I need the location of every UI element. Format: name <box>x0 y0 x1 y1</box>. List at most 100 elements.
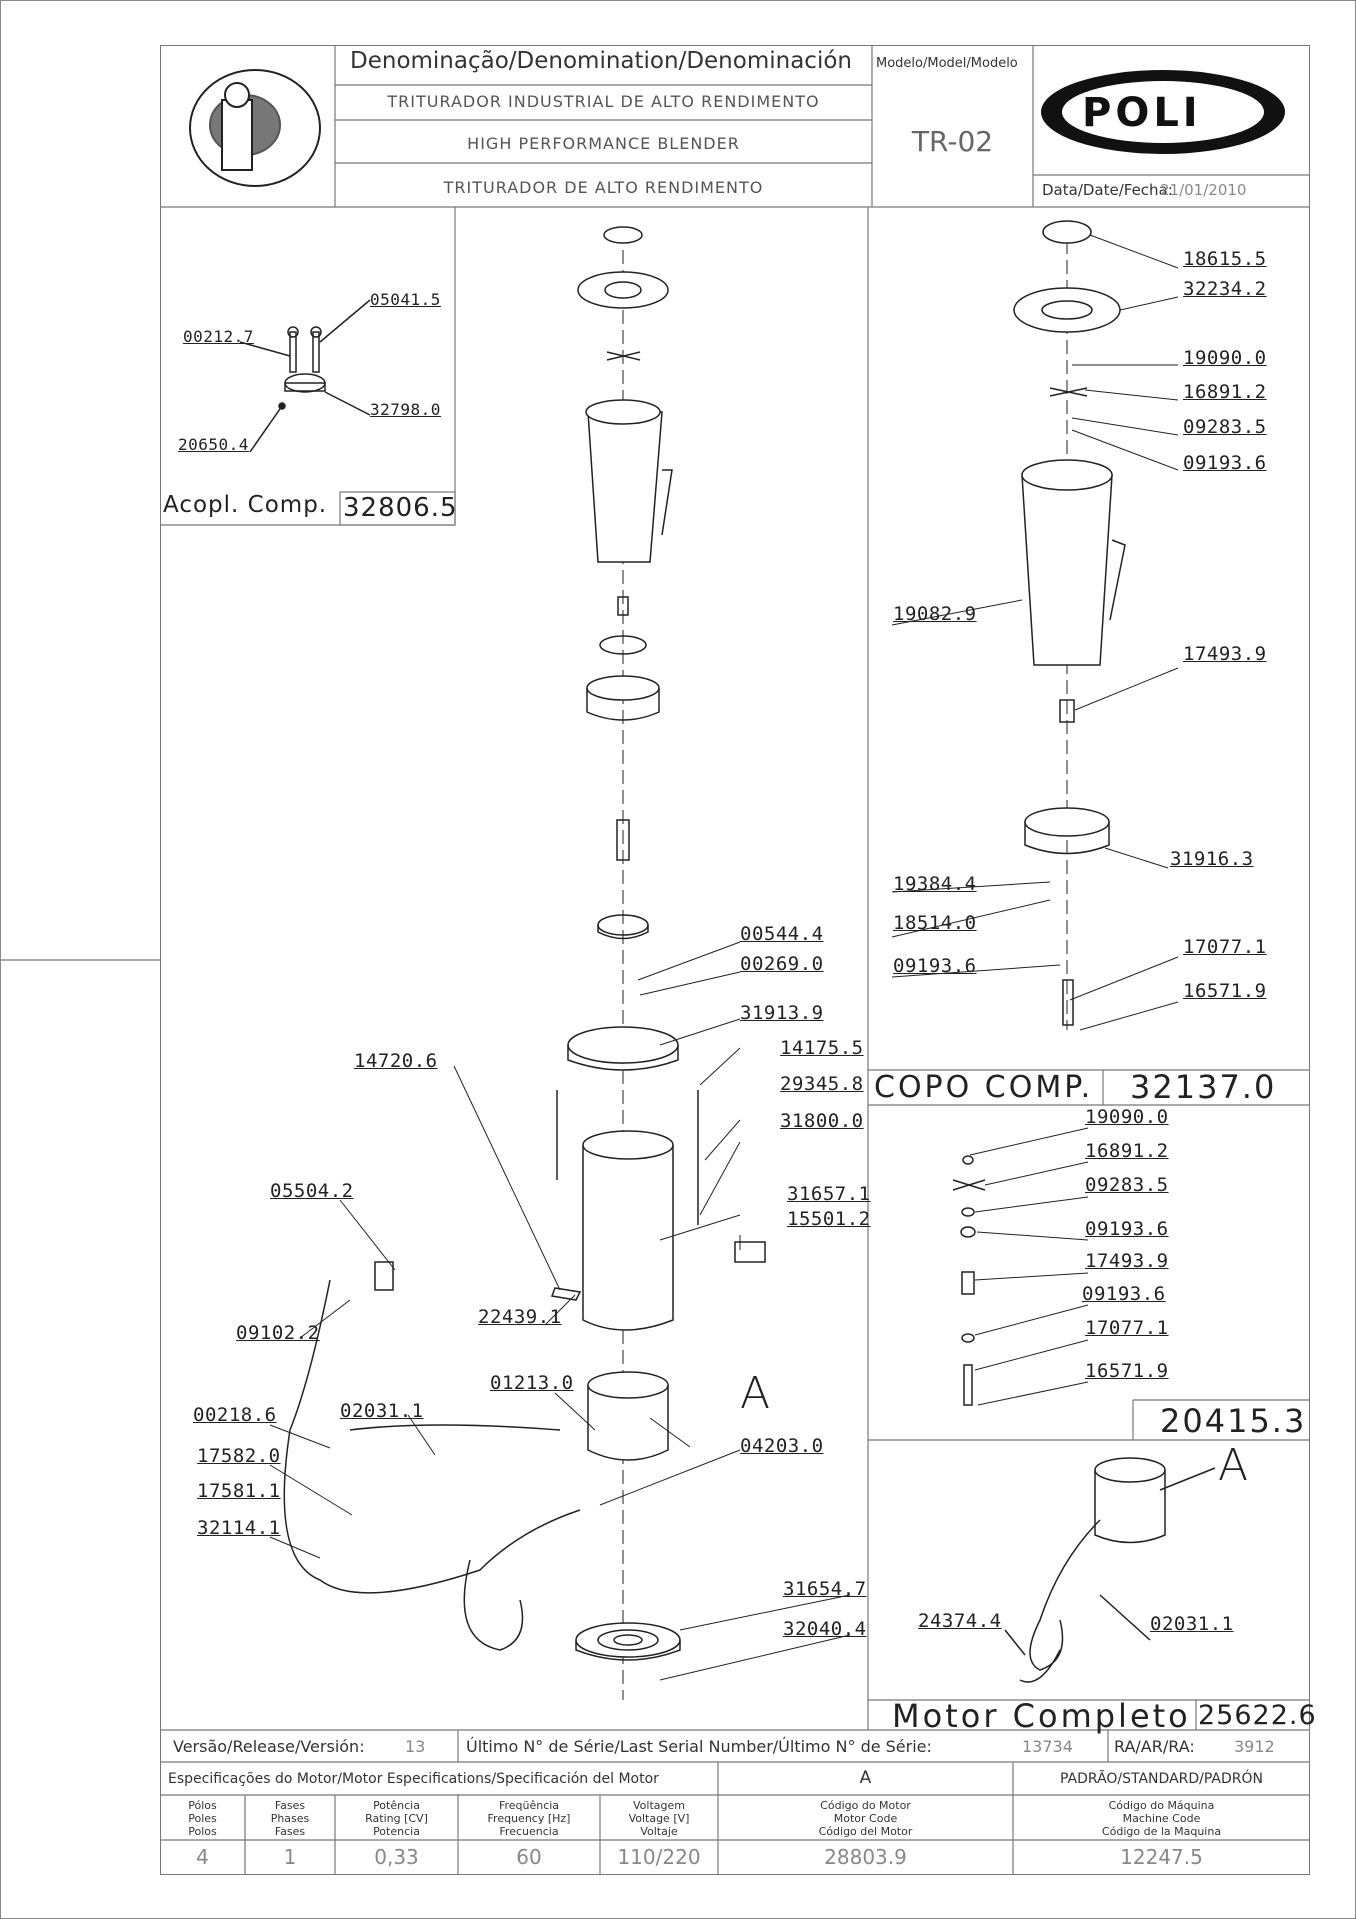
ra-label: RA/AR/RA: <box>1114 1737 1195 1756</box>
part-label: 24374.4 <box>918 1610 1002 1632</box>
part-label: 14175.5 <box>780 1037 864 1059</box>
cup-code: 32137.0 <box>1130 1068 1277 1106</box>
part-label: 19384.4 <box>893 873 977 895</box>
motor-title: Motor Completo <box>892 1697 1191 1735</box>
part-label: 16571.9 <box>1085 1360 1169 1382</box>
col-motor-code-header: Código do Motor Motor Code Código del Mo… <box>818 1799 913 1838</box>
authorized-service-seal <box>189 69 321 187</box>
blade-assembly-drawing <box>952 1155 986 1406</box>
part-label: 22439.1 <box>478 1306 562 1328</box>
motor-code-value: 28803.9 <box>824 1845 907 1869</box>
poles-value: 4 <box>196 1845 209 1869</box>
part-label: 19090.0 <box>1085 1106 1169 1128</box>
serial-label: Último N° de Série/Last Serial Number/Úl… <box>466 1737 932 1756</box>
part-label: 32040.4 <box>783 1618 867 1640</box>
blade-code: 20415.3 <box>1160 1402 1307 1440</box>
part-label: 31654.7 <box>783 1578 867 1600</box>
motor-code: 25622.6 <box>1198 1700 1317 1731</box>
col-voltage-header: Voltagem Voltage [V] Voltaje <box>628 1799 690 1838</box>
part-label: 05504.2 <box>270 1180 354 1202</box>
part-label: 17581.1 <box>197 1480 281 1502</box>
standard-label: PADRÃO/STANDARD/PADRÓN <box>1060 1771 1263 1787</box>
part-label: 02031.1 <box>340 1400 424 1422</box>
voltage-value: 110/220 <box>617 1845 701 1869</box>
drawing-frame <box>160 45 1310 1875</box>
part-label: 16571.9 <box>1183 980 1267 1002</box>
part-label: 09102.2 <box>236 1322 320 1344</box>
detail-callout-a: A <box>740 1368 771 1419</box>
part-label: 00218.6 <box>193 1404 277 1426</box>
poli-brand-text: POLI <box>1082 90 1202 136</box>
version-label: Versão/Release/Versión: <box>173 1737 365 1756</box>
part-label: 20650.4 <box>178 435 249 454</box>
model-label: Modelo/Model/Modelo <box>876 56 1018 71</box>
power-value: 0,33 <box>374 1845 419 1869</box>
col-phases-header: Fases Phases Fases <box>270 1799 310 1838</box>
part-label: 17493.9 <box>1183 643 1267 665</box>
blade-leaders <box>969 1127 1089 1406</box>
part-label: 09193.6 <box>1085 1218 1169 1240</box>
frequency-value: 60 <box>516 1845 542 1869</box>
denomination-label: Denominação/Denomination/Denominación <box>350 48 852 74</box>
model-number: TR-02 <box>911 125 994 158</box>
main-exploded-view <box>283 226 766 1700</box>
date-value: 21/01/2010 <box>1160 181 1247 199</box>
part-label: 32114.1 <box>197 1517 281 1539</box>
cup-title: COPO COMP. <box>874 1070 1094 1105</box>
product-name-pt: TRITURADOR INDUSTRIAL DE ALTO RENDIMENTO <box>387 92 820 111</box>
product-name-en: HIGH PERFORMANCE BLENDER <box>467 134 740 153</box>
column-a: A <box>859 1768 872 1788</box>
part-label: 31657.1 <box>787 1183 871 1205</box>
part-label: 17493.9 <box>1085 1250 1169 1272</box>
ra-value: 3912 <box>1234 1737 1275 1756</box>
part-label: 00212.7 <box>183 327 254 346</box>
part-label: 05041.5 <box>370 290 441 309</box>
date-label: Data/Date/Fecha: <box>1042 181 1173 199</box>
part-label: 09283.5 <box>1183 416 1267 438</box>
part-label: 18615.5 <box>1183 248 1267 270</box>
part-label: 09193.6 <box>1183 452 1267 474</box>
motor-callout-a: A <box>1218 1440 1249 1491</box>
coupling-title: Acopl. Comp. <box>163 492 328 518</box>
part-label: 09283.5 <box>1085 1174 1169 1196</box>
part-label: 15501.2 <box>787 1208 871 1230</box>
part-label: 31916.3 <box>1170 848 1254 870</box>
part-label: 19090.0 <box>1183 347 1267 369</box>
part-label: 09193.6 <box>893 955 977 977</box>
part-label: 00269.0 <box>740 953 824 975</box>
poli-logo <box>1041 70 1285 154</box>
part-label: 17077.1 <box>1085 1317 1169 1339</box>
coupling-code: 32806.5 <box>343 493 458 523</box>
version-value: 13 <box>405 1737 426 1756</box>
part-label: 00544.4 <box>740 923 824 945</box>
part-label: 16891.2 <box>1085 1140 1169 1162</box>
motor-complete-drawing <box>1004 1457 1216 1683</box>
part-label: 17077.1 <box>1183 936 1267 958</box>
col-power-header: Potência Rating [CV] Potencia <box>365 1799 428 1838</box>
motor-spec-label: Especificações do Motor/Motor Especifica… <box>168 1771 659 1787</box>
col-frequency-header: Freqüência Frequency [Hz] Frecuencia <box>487 1799 571 1838</box>
machine-code-value: 12247.5 <box>1120 1845 1203 1869</box>
part-label: 32234.2 <box>1183 278 1267 300</box>
main-leaders <box>269 941 851 1681</box>
part-label: 04203.0 <box>740 1435 824 1457</box>
part-label: 32798.0 <box>370 400 441 419</box>
part-label: 19082.9 <box>893 603 977 625</box>
cup-assembly-drawing <box>1013 220 1126 1030</box>
coupling-drawing <box>239 299 371 453</box>
part-label: 31913.9 <box>740 1002 824 1024</box>
part-label: 17582.0 <box>197 1445 281 1467</box>
part-label: 01213.0 <box>490 1372 574 1394</box>
part-label: 16891.2 <box>1183 381 1267 403</box>
part-label: 02031.1 <box>1150 1613 1234 1635</box>
serial-value: 13734 <box>1022 1737 1073 1756</box>
phases-value: 1 <box>283 1845 297 1869</box>
part-label: 18514.0 <box>893 912 977 934</box>
part-label: 14720.6 <box>354 1050 438 1072</box>
cup-leaders <box>891 234 1179 1031</box>
col-machine-code-header: Código do Máquina Machine Code Código de… <box>1101 1799 1222 1838</box>
part-label: 09193.6 <box>1082 1283 1166 1305</box>
product-name-es: TRITURADOR DE ALTO RENDIMENTO <box>443 178 764 197</box>
part-label: 29345.8 <box>780 1073 864 1095</box>
